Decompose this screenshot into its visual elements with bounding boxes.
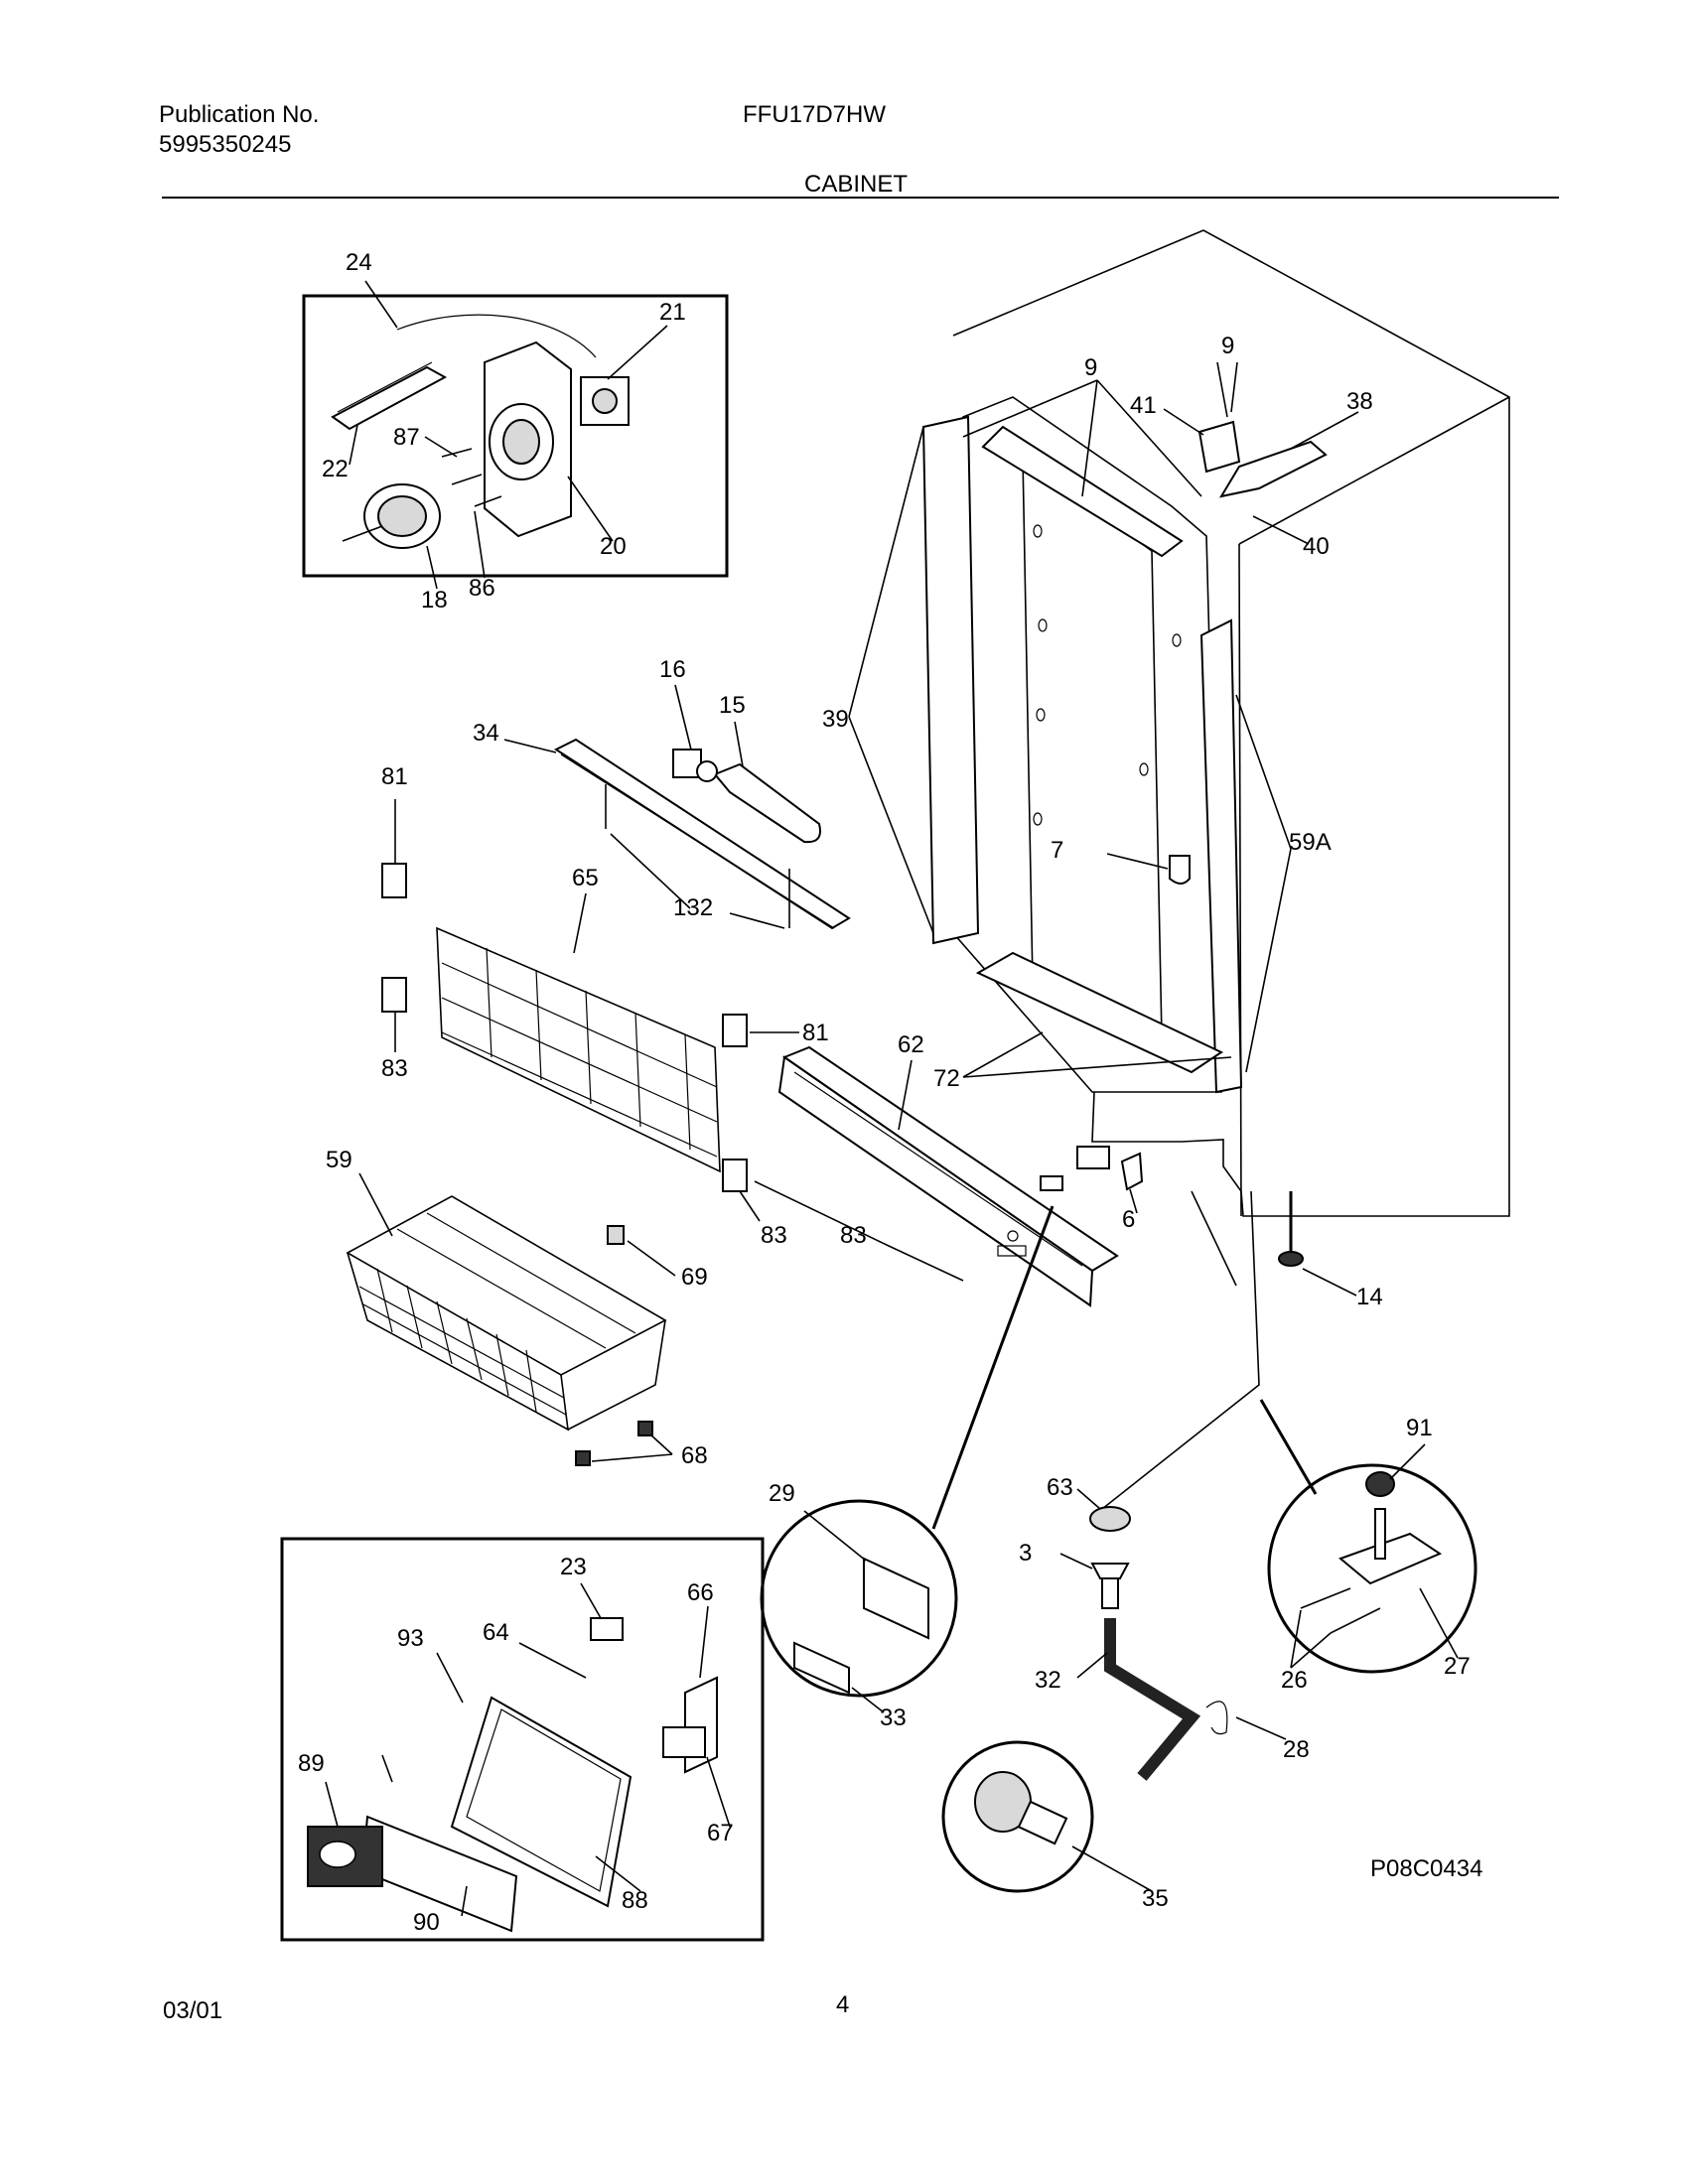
callout-41: 9 <box>1221 333 1234 359</box>
callout-20: 20 <box>600 533 627 560</box>
callout-29: 32 <box>1035 1667 1061 1694</box>
callout-93: 64 <box>483 1619 509 1646</box>
callout-6: 59A <box>1289 829 1332 856</box>
callout-7: 39 <box>822 706 849 733</box>
callout-89: 93 <box>397 1625 424 1652</box>
footer-date: 03/01 <box>163 1997 223 2024</box>
callout-26: 91 <box>1406 1415 1433 1441</box>
callout-33: 29 <box>769 1480 795 1507</box>
callout-9b: 72 <box>933 1065 960 1092</box>
callout-24: 24 <box>346 249 372 276</box>
fitting-detail-circle <box>941 1740 1153 1893</box>
callout-40: 38 <box>1346 388 1373 415</box>
wire-shelf <box>381 799 799 1222</box>
callout-83: 83 <box>381 1055 408 1082</box>
callout-18: 18 <box>421 587 448 614</box>
drain-parts <box>1059 1190 1287 1781</box>
callout-81: 81 <box>381 763 408 790</box>
callout-69: 69 <box>681 1264 708 1291</box>
callout-59A: 7 <box>1051 837 1063 864</box>
callout-63: 14 <box>1356 1284 1383 1310</box>
callout-64: 66 <box>687 1579 714 1606</box>
callout-91: 90 <box>413 1909 440 1936</box>
diagram-code: P08C0434 <box>1370 1855 1482 1882</box>
callout-72: 62 <box>898 1031 924 1058</box>
publication-label: Publication No. <box>159 101 320 128</box>
callout-16: 16 <box>659 656 686 683</box>
callout-66: 23 <box>560 1554 587 1580</box>
callout-67: 89 <box>298 1750 325 1777</box>
thermostat-shelf <box>503 684 851 930</box>
callout-15: 15 <box>719 692 746 719</box>
callout-87: 87 <box>393 424 420 451</box>
callout-59: 59 <box>326 1147 352 1173</box>
callout-21: 21 <box>659 299 686 326</box>
fan-motor-inset <box>302 280 729 590</box>
control-inset <box>280 1537 765 1942</box>
basket <box>346 1172 676 1466</box>
callout-14: 6 <box>1122 1206 1135 1233</box>
latch-detail-circle <box>760 1205 1055 1713</box>
callout-86: 86 <box>469 575 495 602</box>
callout-39: 40 <box>1303 533 1330 560</box>
callout-28: 27 <box>1444 1653 1471 1680</box>
callout-23: 33 <box>880 1705 907 1731</box>
callout-62: 83 <box>840 1222 867 1249</box>
callout-9: 9 <box>1084 354 1097 381</box>
hinge-detail-circle <box>1259 1399 1477 1674</box>
callout-27: 26 <box>1281 1667 1308 1694</box>
callout-81b: 81 <box>802 1020 829 1046</box>
callout-34: 34 <box>473 720 499 747</box>
header-rule <box>162 197 1559 199</box>
callout-90: 88 <box>622 1887 648 1914</box>
section-title: CABINET <box>804 171 909 198</box>
callout-38: 41 <box>1130 392 1157 419</box>
callout-2: 35 <box>1142 1885 1169 1912</box>
callout-labels: 24 21 22 87 20 18 86 16 15 34 81 65 132 … <box>298 249 1482 1936</box>
callout-35: 28 <box>1283 1736 1310 1763</box>
callout-83b: 83 <box>761 1222 787 1249</box>
cabinet-body <box>848 229 1510 1297</box>
publication-number: 5995350245 <box>159 131 292 158</box>
callout-132: 132 <box>673 894 713 921</box>
model-number: FFU17D7HW <box>743 101 887 128</box>
callout-88: 67 <box>707 1820 734 1846</box>
control-panel <box>754 1045 1144 1307</box>
callout-68: 68 <box>681 1442 708 1469</box>
page-number: 4 <box>836 1991 850 2018</box>
callout-32: 3 <box>1019 1540 1032 1567</box>
callout-65: 65 <box>572 865 599 891</box>
callout-3: 63 <box>1047 1474 1073 1501</box>
callout-22: 22 <box>322 456 349 482</box>
